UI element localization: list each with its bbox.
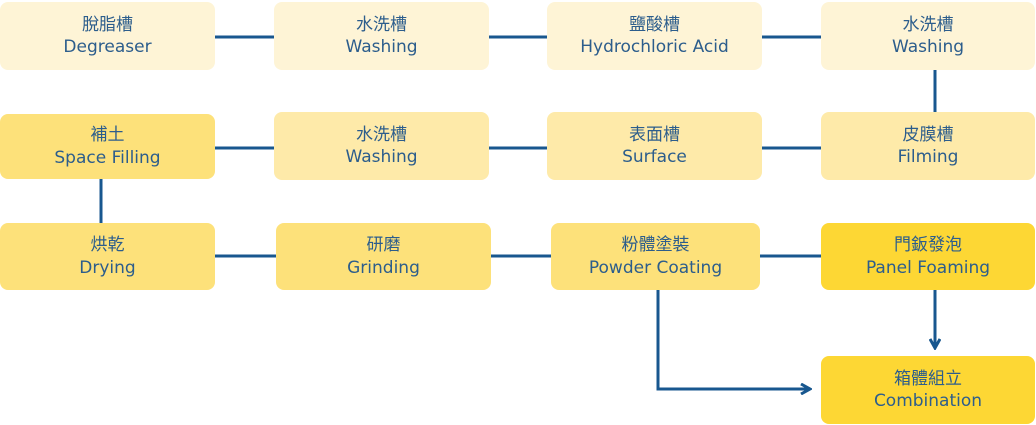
step-washing-1-zh: 水洗槽 — [356, 14, 407, 35]
step-degreaser-zh: 脫脂槽 — [82, 14, 133, 35]
step-panel-foaming-zh: 門鈑發泡 — [894, 235, 962, 256]
step-washing-3-en: Washing — [345, 147, 418, 167]
step-surface-en: Surface — [622, 147, 687, 167]
step-hydrochloric-acid-zh: 鹽酸槽 — [629, 14, 680, 35]
step-degreaser: 脫脂槽 Degreaser — [0, 2, 215, 70]
step-powder-coating-en: Powder Coating — [588, 257, 723, 278]
step-drying-en: Drying — [79, 257, 136, 278]
step-filming-en: Filming — [897, 147, 959, 167]
step-filming: 皮膜槽 Filming — [821, 112, 1035, 180]
step-washing-1-en: Washing — [345, 37, 418, 57]
step-panel-foaming-en: Panel Foaming — [865, 257, 991, 278]
step-degreaser-en: Degreaser — [63, 37, 152, 57]
step-surface: 表面槽 Surface — [547, 112, 762, 180]
step-washing-3-zh: 水洗槽 — [356, 124, 407, 145]
step-surface-zh: 表面槽 — [629, 124, 680, 145]
step-combination: 箱體組立 Combination — [821, 356, 1035, 424]
step-washing-2: 水洗槽 Washing — [821, 2, 1035, 70]
step-grinding-zh: 研磨 — [366, 235, 401, 256]
step-washing-2-zh: 水洗槽 — [902, 14, 954, 35]
step-hydrochloric-acid: 鹽酸槽 Hydrochloric Acid — [547, 2, 762, 70]
step-powder-coating-zh: 粉體塗裝 — [621, 235, 690, 256]
step-washing-3: 水洗槽 Washing — [274, 112, 489, 180]
step-space-filling-zh: 補土 — [90, 125, 125, 146]
step-drying: 烘乾 Drying — [0, 223, 215, 290]
step-washing-1: 水洗槽 Washing — [274, 2, 489, 70]
step-washing-2-en: Washing — [891, 37, 965, 57]
step-panel-foaming: 門鈑發泡 Panel Foaming — [821, 223, 1035, 290]
step-grinding-en: Grinding — [347, 257, 420, 278]
step-space-filling: 補土 Space Filling — [0, 114, 215, 179]
step-combination-zh: 箱體組立 — [894, 368, 962, 389]
step-filming-zh: 皮膜槽 — [902, 124, 954, 145]
step-hydrochloric-acid-en: Hydrochloric Acid — [580, 37, 729, 57]
step-grinding: 研磨 Grinding — [276, 223, 491, 290]
step-drying-zh: 烘乾 — [90, 235, 125, 256]
step-combination-en: Combination — [873, 391, 983, 411]
arrow-powder-combination — [656, 290, 810, 389]
step-powder-coating: 粉體塗裝 Powder Coating — [551, 223, 760, 290]
step-space-filling-en: Space Filling — [54, 147, 161, 168]
